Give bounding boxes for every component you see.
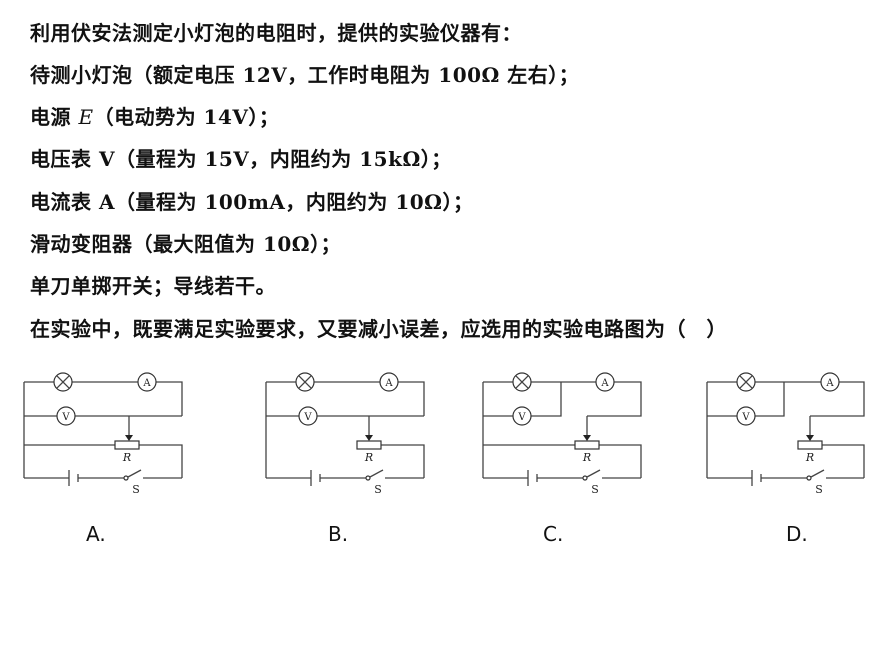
switch-icon [806,469,825,481]
circuit-diagram-c[interactable]: A V R S [475,362,655,502]
circuit-a-svg: A V R S [23,372,183,496]
circuit-diagram-a[interactable]: A V R S [16,362,196,502]
switch-label: S [815,483,823,496]
voltmeter-icon: V [298,406,318,426]
voltmeter-icon: V [56,406,76,426]
wire [822,444,865,478]
rheostat-icon [574,440,600,450]
slider-arrow-icon [125,435,133,441]
ammeter-label: A [825,378,834,389]
item-source: 电源 E（电动势为 14V）； [30,103,279,131]
ammeter-icon: A [137,372,157,392]
switch-icon [123,469,142,481]
item-source-spec: （电动势为 14V）； [93,105,280,129]
item-switch-wires: 单刀单掷开关；导线若干。 [30,274,276,298]
option-d-label[interactable]: D. [786,522,808,546]
voltmeter-label: V [741,412,750,423]
wire [483,382,562,417]
battery-icon [527,470,538,486]
ammeter-label: A [142,378,151,389]
switch-label: S [132,483,140,496]
wire [483,444,642,478]
wire [482,381,642,478]
wire [706,381,865,478]
wire [23,381,183,478]
circuit-diagram-b[interactable]: A V R S [258,362,438,502]
battery-icon [310,470,321,486]
rheostat-label: R [364,451,373,464]
option-c-label[interactable]: C. [543,522,564,546]
voltmeter-icon: V [736,406,756,426]
battery-icon [751,470,762,486]
switch-label: S [374,483,382,496]
voltmeter-label: V [61,412,70,423]
circuit-b-svg: A V R S [265,372,425,496]
slider-arrow-icon [806,435,814,441]
rheostat-icon [356,440,382,450]
voltmeter-icon: V [512,406,532,426]
slider-arrow-icon [583,435,591,441]
voltmeter-label: V [303,412,312,423]
voltmeter-label: V [517,412,526,423]
emf-symbol: E [78,105,94,129]
rheostat-icon [114,440,140,450]
wire [381,444,425,478]
circuit-diagram-d[interactable]: A V R S [699,362,879,502]
lamp-icon [512,372,532,392]
switch-icon [582,469,601,481]
circuit-d-svg: A V R S [706,372,865,496]
ammeter-icon: A [595,372,615,392]
lamp-icon [53,372,73,392]
rheostat-label: R [805,451,814,464]
slider-arrow-icon [365,435,373,441]
question-intro: 利用伏安法测定小灯泡的电阻时，提供的实验仪器有： [30,21,522,45]
rheostat-icon [797,440,823,450]
lamp-icon [295,372,315,392]
lamp-icon [736,372,756,392]
rheostat-label: R [582,451,591,464]
ammeter-label: A [600,378,609,389]
battery-icon [68,470,79,486]
wire [707,382,785,417]
option-b-label[interactable]: B. [328,522,349,546]
item-rheostat: 滑动变阻器（最大阻值为 10Ω）； [30,232,342,256]
item-voltmeter: 电压表 V（量程为 15V，内阻约为 15kΩ）； [30,147,452,171]
switch-label: S [591,483,599,496]
option-a-label[interactable]: A. [86,522,106,546]
ammeter-icon: A [820,372,840,392]
item-ammeter: 电流表 A（量程为 100mA，内阻约为 10Ω）； [30,190,474,214]
circuit-c-svg: A V R S [482,372,642,496]
rheostat-label: R [122,451,131,464]
question-prompt: 在实验中，既要满足实验要求，又要减小误差，应选用的实验电路图为（ ） [30,317,727,341]
ammeter-label: A [384,378,393,389]
ammeter-icon: A [379,372,399,392]
wire [265,381,425,478]
item-lamp: 待测小灯泡（额定电压 12V，工作时电阻为 100Ω 左右）； [30,63,580,87]
switch-icon [365,469,384,481]
item-source-label: 电源 [30,105,79,129]
wire [24,444,183,478]
